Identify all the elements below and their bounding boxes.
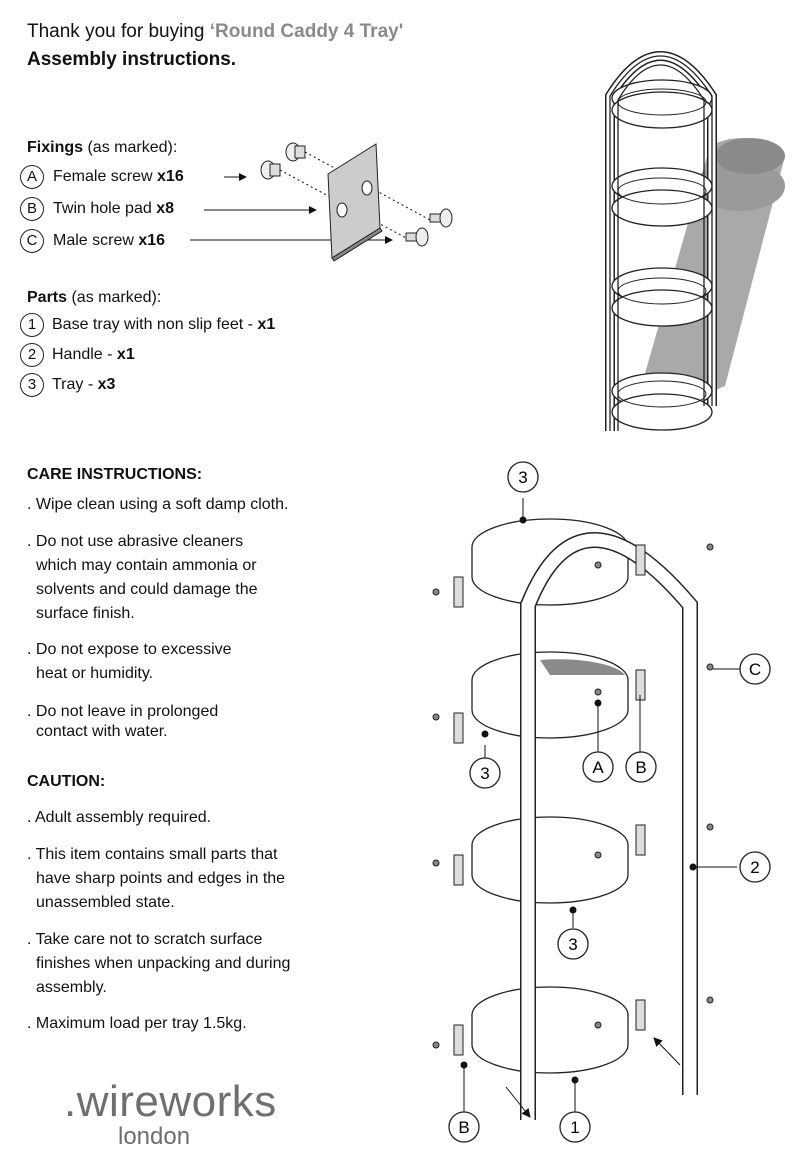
callout-base: 1 (570, 1118, 579, 1137)
callout-male-screw: C (749, 660, 761, 679)
mark-a-circle: A (20, 165, 44, 189)
care-item: . Wipe clean using a soft damp cloth. (27, 496, 289, 513)
fixing-item-a: Female screw x16 (53, 166, 184, 188)
callout-tray-mid: 3 (480, 764, 489, 783)
female-screw-icon (260, 142, 306, 180)
care-item: which may contain ammonia or (36, 557, 257, 574)
fixing-item-b: Twin hole pad x8 (53, 198, 174, 220)
caution-item: unassembled state. (36, 894, 175, 911)
fixings-heading-label: Fixings (27, 139, 84, 156)
caution-item: assembly. (36, 979, 107, 996)
brand-logo-word: .wireworks (64, 1077, 277, 1126)
tray-rings (471, 518, 629, 1074)
caution-item: have sharp points and edges in the (36, 870, 286, 887)
callout-tray-lower: 3 (568, 935, 577, 954)
part-item-2: Handle - x1 (52, 344, 135, 366)
callout-handle: 2 (750, 858, 759, 877)
care-item: . Do not expose to excessive (27, 641, 232, 658)
part-3-circle: 3 (20, 373, 44, 397)
care-heading: CARE INSTRUCTIONS: (27, 466, 203, 483)
assembled-caddy-illustration (605, 51, 785, 431)
fixing-qty: x8 (156, 200, 174, 217)
care-item: surface finish. (36, 605, 135, 622)
care-item: solvents and could damage the (36, 581, 258, 598)
part-2-circle: 2 (20, 343, 44, 367)
care-item: . Do not leave in prolonged (27, 703, 219, 720)
part-item-3: Tray - x3 (52, 374, 115, 396)
part-qty: x1 (257, 316, 276, 333)
caution-item: . Adult assembly required. (27, 809, 212, 826)
part-label: Handle - (52, 346, 117, 363)
caution-heading: CAUTION: (27, 773, 106, 790)
page-title: Assembly instructions. (27, 49, 237, 70)
callout-pad-bottom: B (458, 1118, 469, 1137)
caution-item: finishes when unpacking and during (36, 955, 291, 972)
fixings-heading-suffix: (as marked): (83, 139, 178, 156)
caution-item: . Take care not to scratch surface (27, 931, 263, 948)
fixing-qty: x16 (138, 232, 166, 249)
product-name: ‘Round Caddy 4 Tray' (209, 21, 404, 42)
care-item: . Do not use abrasive cleaners (27, 533, 244, 550)
part-qty: x3 (97, 376, 116, 393)
care-item: heat or humidity. (36, 665, 154, 682)
fixing-label: Female screw (53, 168, 158, 185)
callout-tray-top: 3 (518, 468, 527, 487)
exploded-assembly-illustration: 3 3 3 1 2 A B B C (432, 461, 771, 1143)
mark-b-circle: B (20, 197, 44, 221)
fixing-label: Twin hole pad (53, 200, 157, 217)
fixings-illustration (190, 142, 453, 262)
fixings-heading: Fixings (as marked): (27, 138, 177, 158)
header-line: Thank you for buying ‘Round Caddy 4 Tray… (27, 21, 403, 43)
part-label: Tray - (52, 376, 98, 393)
caution-item: . Maximum load per tray 1.5kg. (27, 1015, 247, 1032)
parts-heading-suffix: (as marked): (67, 289, 162, 306)
fixing-label: Male screw (53, 232, 139, 249)
part-qty: x1 (116, 346, 135, 363)
male-screw-icon (405, 208, 453, 247)
part-label: Base tray with non slip feet - (52, 316, 258, 333)
mark-c-circle: C (20, 229, 44, 253)
care-item: contact with water. (36, 723, 168, 740)
fixing-item-c: Male screw x16 (53, 230, 165, 252)
caution-item: . This item contains small parts that (27, 846, 278, 863)
fixing-qty: x16 (157, 168, 184, 185)
thanks-text: Thank you for buying (27, 21, 205, 42)
callout-pad-mid: B (635, 758, 646, 777)
brand-logo-city: london (118, 1123, 191, 1150)
part-1-circle: 1 (20, 313, 44, 337)
pad-icons (453, 544, 646, 1056)
part-item-1: Base tray with non slip feet - x1 (52, 314, 275, 336)
parts-heading-label: Parts (27, 289, 68, 306)
parts-heading: Parts (as marked): (27, 288, 161, 308)
screw-icons (432, 543, 714, 1049)
callout-female-screw: A (592, 758, 604, 777)
diagram-callouts: 3 3 3 1 2 A B B C (448, 461, 771, 1143)
twin-hole-pad-icon (327, 143, 383, 262)
